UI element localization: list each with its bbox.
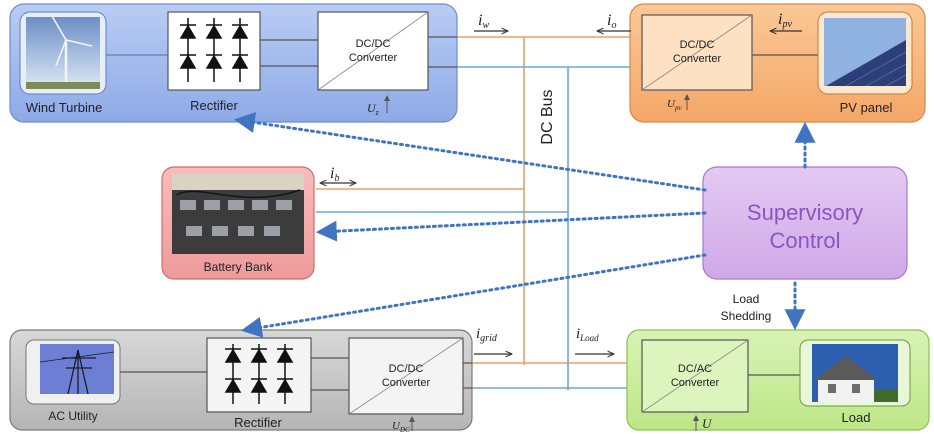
diode-bridge-icon (224, 344, 294, 404)
ac-utility-label: AC Utility (48, 409, 97, 423)
wind-turbine-label: Wind Turbine (26, 100, 103, 115)
battery-photo-icon (172, 174, 304, 254)
dc-bus-label: DC Bus (539, 89, 556, 144)
pv-converter-line2: Converter (673, 53, 722, 65)
wind-turbine-photo-icon (19, 11, 107, 95)
control-signal-arrows (233, 112, 816, 338)
current-ib-label: ib (330, 165, 339, 184)
utility-converter-line1: DC/DC (389, 363, 424, 375)
orange-wires (316, 36, 642, 365)
wind-rectifier-label: Rectifier (190, 98, 238, 113)
current-igrid-label: igrid (476, 326, 498, 344)
utility-converter-line2: Converter (382, 377, 431, 389)
wind-converter-voltage: Uz (367, 101, 380, 117)
blue-wires (316, 66, 642, 390)
pv-converter-line1: DC/DC (680, 39, 715, 51)
load-label: Load (842, 410, 871, 425)
pv-dcdc-converter (641, 14, 753, 91)
wind-converter-line2: Converter (349, 52, 398, 64)
load-dcac-converter (641, 339, 749, 413)
power-pylon-photo-icon (25, 339, 121, 405)
load-converter-voltage: U (702, 416, 713, 431)
supervisory-line2: Control (770, 228, 841, 253)
utility-rectifier-label: Rectifier (234, 415, 282, 430)
control-arrow-battery (315, 211, 707, 242)
diode-bridge-icon (179, 18, 249, 82)
utility-rectifier-block (206, 337, 312, 413)
utility-dcdc-converter (348, 337, 464, 415)
load-converter-line2: Converter (671, 377, 720, 389)
load-converter-line1: DC/AC (678, 363, 712, 375)
wind-dcdc-converter (317, 11, 429, 91)
current-io-label: io (607, 12, 616, 31)
pv-panel-label: PV panel (840, 100, 893, 115)
house-photo-icon (799, 339, 911, 407)
current-ipv-label: ipv (778, 11, 792, 30)
load-shedding-line2: Shedding (721, 309, 772, 323)
current-iload-label: iLoad (576, 326, 599, 343)
supervisory-line1: Supervisory (747, 200, 863, 225)
wind-rectifier-block (167, 11, 261, 91)
battery-label: Battery Bank (204, 260, 274, 274)
solar-panel-photo-icon (817, 11, 913, 95)
current-iw-label: iw (478, 12, 489, 31)
utility-converter-voltage: UDC (392, 420, 410, 434)
pv-converter-voltage: Upv (667, 98, 682, 112)
control-arrow-wind (233, 112, 707, 192)
wind-converter-line1: DC/DC (356, 38, 391, 50)
control-arrow-utility (240, 253, 707, 338)
load-shedding-line1: Load (733, 292, 760, 306)
